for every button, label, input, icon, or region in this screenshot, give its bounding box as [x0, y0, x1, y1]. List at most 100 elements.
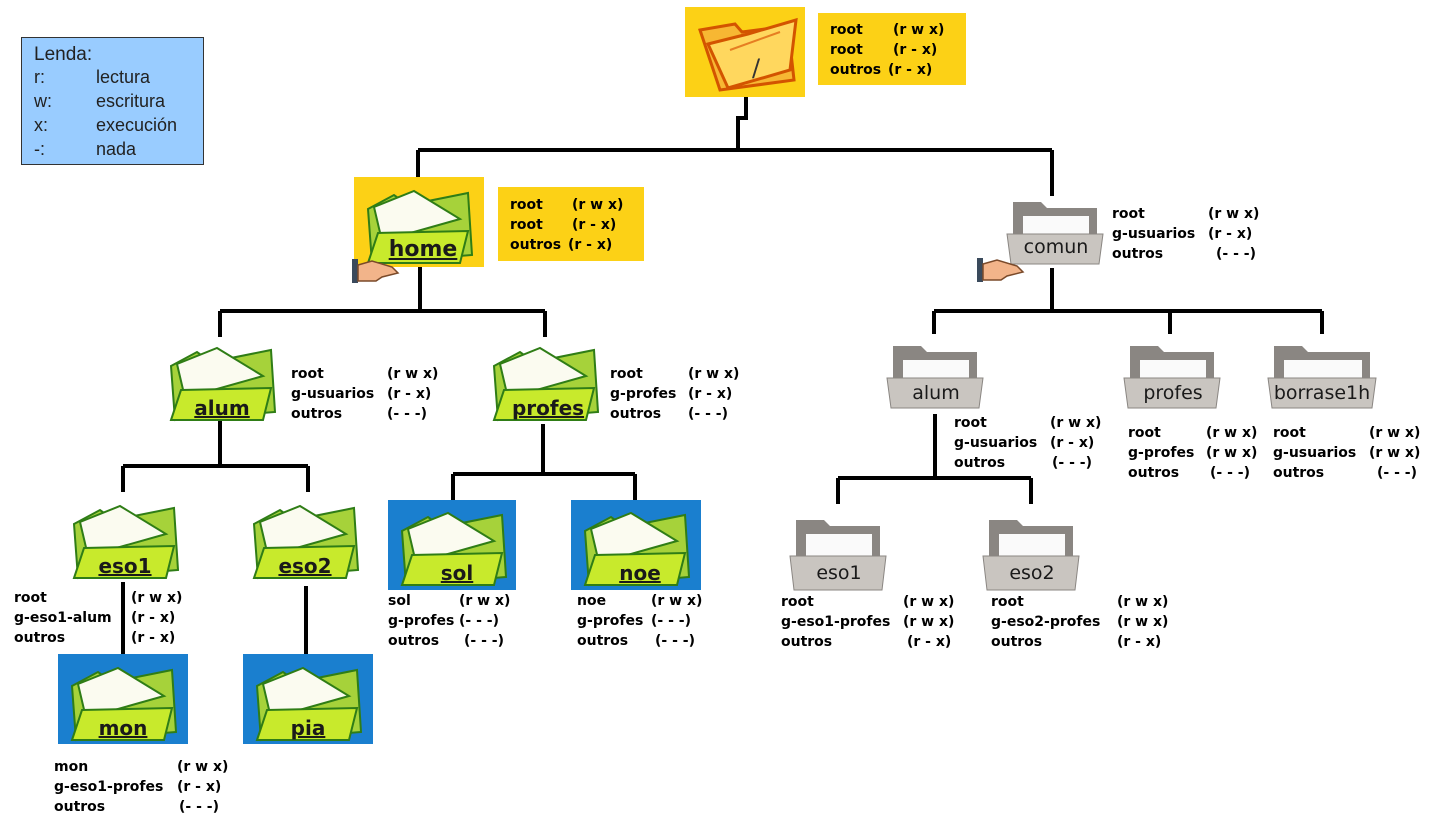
perm-rights: (r w x)	[1050, 415, 1102, 431]
comun-eso1-folder[interactable]: eso1	[788, 514, 888, 594]
perm-group: g-profes	[610, 386, 677, 402]
perm-rights: (r w x)	[688, 366, 740, 382]
perm-rights: (r w x)	[893, 22, 945, 38]
perm-group: g-usuarios	[1112, 226, 1196, 242]
legend-desc: lectura	[96, 67, 151, 87]
pia-folder[interactable]: pia	[249, 658, 367, 744]
perm-others: outros	[954, 455, 1006, 471]
perm-rights: (r - x)	[131, 610, 176, 626]
perm-rights: (- - -)	[387, 406, 427, 422]
perm-rights: (- - -)	[1052, 455, 1092, 471]
green-folder-icon	[255, 666, 363, 742]
home-label: home	[388, 237, 458, 262]
perm-rights: (r - x)	[688, 386, 733, 402]
green-folder-icon	[70, 666, 178, 742]
home-perm-highlight	[498, 187, 644, 261]
green-folder-icon	[169, 346, 277, 422]
borrase1h-folder[interactable]: borrase1h	[1266, 340, 1378, 412]
root-folder[interactable]: /	[690, 10, 802, 94]
comun-eso2-label: eso2	[1009, 562, 1055, 584]
comun-folder[interactable]: comun	[1005, 196, 1105, 268]
perm-others: outros	[14, 630, 66, 646]
grey-folder-icon	[886, 346, 984, 409]
perm-others: outros	[1128, 465, 1180, 481]
perm-group: g-profes	[1128, 445, 1195, 461]
green-folder-icon	[583, 511, 691, 587]
perm-others: outros	[291, 406, 343, 422]
perm-group: g-usuarios	[1273, 445, 1357, 461]
open-folder-orange-icon	[698, 17, 798, 92]
home-folder[interactable]: home	[360, 181, 478, 267]
mon-folder[interactable]: mon	[64, 658, 182, 744]
profes-folder[interactable]: profes	[486, 338, 604, 424]
grey-folder-icon	[789, 520, 887, 591]
eso2-folder[interactable]: eso2	[246, 496, 364, 582]
perm-others: outros	[577, 633, 629, 649]
perm-rights: (r - x)	[1050, 435, 1095, 451]
grey-folder-icon	[1267, 346, 1377, 409]
perm-others: outros	[610, 406, 662, 422]
perm-rights: (r - x)	[568, 237, 613, 253]
perm-rights: (- - -)	[1210, 465, 1250, 481]
perm-others: outros	[991, 634, 1043, 650]
perm-owner: root	[954, 415, 987, 431]
eso1-folder[interactable]: eso1	[66, 496, 184, 582]
legend-box: Lenda: r: lectura w: escritura x: execuc…	[21, 37, 204, 165]
hand-share-icon	[352, 259, 400, 283]
perm-owner: root	[830, 22, 863, 38]
perm-rights: (r w x)	[177, 759, 229, 775]
perm-group: g-eso1-alum	[14, 610, 112, 626]
grey-folder-icon	[1006, 202, 1104, 265]
perm-owner: root	[1128, 425, 1161, 441]
legend-desc: nada	[96, 139, 137, 159]
perm-rights: (- - -)	[179, 799, 219, 815]
perm-rights: (r - x)	[888, 62, 933, 78]
legend-title: Lenda:	[34, 44, 93, 65]
legend-key: w:	[34, 91, 52, 111]
perm-owner: root	[991, 594, 1024, 610]
perm-rights: (r w x)	[903, 594, 955, 610]
green-folder-icon	[252, 504, 360, 580]
green-folder-icon	[366, 189, 474, 265]
perm-rights: (r w x)	[1206, 445, 1258, 461]
perm-rights: (- - -)	[688, 406, 728, 422]
perm-rights: (- - -)	[655, 633, 695, 649]
perm-rights: (r - x)	[1117, 634, 1162, 650]
perm-owner: root	[610, 366, 643, 382]
alum-folder[interactable]: alum	[163, 338, 281, 424]
noe-label: noe	[619, 561, 661, 585]
perm-owner: mon	[54, 759, 89, 775]
perm-rights: (- - -)	[651, 613, 691, 629]
perm-rights: (r - x)	[387, 386, 432, 402]
perm-group: g-usuarios	[291, 386, 375, 402]
grey-folder-icon	[982, 520, 1080, 591]
eso1-label: eso1	[98, 554, 152, 578]
comun-alum-folder[interactable]: alum	[885, 340, 985, 412]
comun-alum-label: alum	[912, 382, 960, 404]
mon-label: mon	[98, 716, 148, 740]
perm-group: root	[510, 217, 543, 233]
alum-label: alum	[194, 396, 250, 420]
green-folder-icon	[72, 504, 180, 580]
eso2-label: eso2	[278, 554, 332, 578]
legend-key: x:	[34, 115, 49, 135]
perm-rights: (r w x)	[1208, 206, 1260, 222]
perm-rights: (r w x)	[131, 590, 183, 606]
comun-eso2-folder[interactable]: eso2	[981, 514, 1081, 594]
perm-others: outros	[830, 62, 882, 78]
perm-rights: (r w x)	[1117, 614, 1169, 630]
sol-folder[interactable]: sol	[394, 503, 512, 589]
perm-others: outros	[388, 633, 440, 649]
perm-group: g-usuarios	[954, 435, 1038, 451]
noe-folder[interactable]: noe	[577, 503, 695, 589]
borrase1h-label: borrase1h	[1273, 382, 1371, 404]
comun-profes-folder[interactable]: profes	[1122, 340, 1222, 412]
perm-owner: root	[14, 590, 47, 606]
comun-eso1-label: eso1	[816, 562, 862, 584]
perm-rights: (r w x)	[651, 593, 703, 609]
hand-share-icon	[977, 258, 1025, 282]
perm-owner: root	[291, 366, 324, 382]
comun-profes-label: profes	[1143, 382, 1203, 404]
perm-group: g-profes	[388, 613, 455, 629]
root-perm-highlight	[818, 13, 966, 85]
